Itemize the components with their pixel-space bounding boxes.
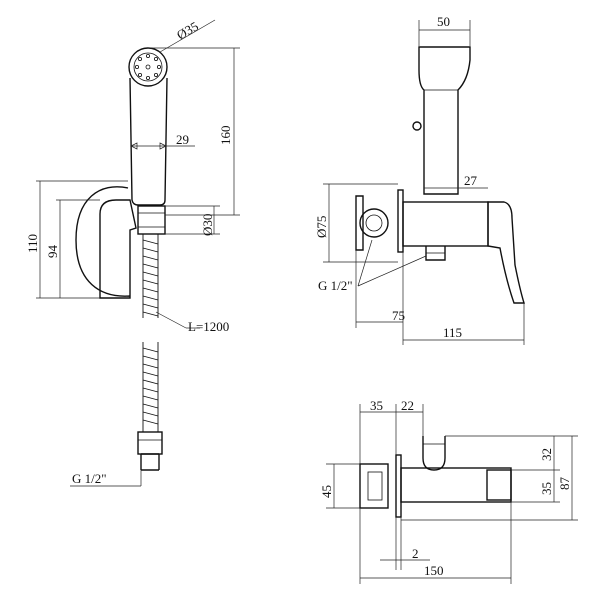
spray-face: [133, 52, 163, 82]
dim-line-d35: [159, 19, 216, 53]
hose-length-label: L=1200: [188, 319, 229, 334]
mixer-side-view: 50 27 Ø75 G 1/2" 75 115: [314, 14, 525, 345]
hose-thread-label: G 1/2": [72, 471, 107, 486]
top-lever-end: [486, 469, 512, 501]
dim-d30-label: Ø30: [200, 214, 215, 236]
dim-75-label: 75: [392, 308, 405, 323]
hand-spray-view: Ø35 29 160 Ø30 110 94 L=1200 G 1/2": [25, 18, 240, 487]
top-flange-block: [359, 463, 389, 509]
dim-32-label: 32: [539, 448, 554, 461]
dim-160-label: 160: [218, 126, 233, 146]
spray-button: [412, 121, 422, 131]
dim-29-label: 29: [176, 132, 189, 147]
hose-upper: [142, 234, 159, 318]
top-mixer-body: [400, 467, 512, 503]
dim-45-label: 45: [319, 485, 334, 498]
dim-35-top-label: 35: [370, 398, 383, 413]
dim-150-label: 150: [424, 563, 444, 578]
dim-50-label: 50: [437, 14, 450, 29]
dim-27-label: 27: [464, 173, 478, 188]
dim-22-label: 22: [401, 398, 414, 413]
holder-bracket: [99, 199, 137, 299]
hose-nut: [137, 205, 166, 235]
mixer-lever: [487, 201, 525, 304]
spray-nozzles: [134, 54, 161, 81]
dim-110-label: 110: [25, 234, 40, 253]
hose-lower: [142, 342, 159, 432]
holder-flange: [75, 186, 131, 297]
top-wall-plate: [395, 454, 402, 518]
hose-end-nut: [137, 431, 163, 455]
side-connector: [359, 208, 389, 238]
dim-87-label: 87: [557, 477, 572, 491]
wall-flange: [397, 189, 404, 253]
dim-35-right-label: 35: [539, 482, 554, 495]
mixer-top-view: 35 22 32 35 87 45 2 150: [319, 398, 578, 584]
spray-head: [128, 47, 168, 87]
spray-handle: [129, 77, 168, 206]
spray-head-top: [418, 46, 471, 195]
mixer-thread-label: G 1/2": [318, 278, 353, 293]
dim-2-label: 2: [412, 546, 419, 561]
dim-d75-label: Ø75: [314, 216, 329, 238]
mixer-body: [402, 201, 489, 247]
side-bracket: [355, 195, 364, 251]
dim-94-label: 94: [45, 245, 60, 259]
top-holder-cradle: [422, 436, 446, 471]
dim-d35-label: Ø35: [174, 18, 201, 42]
dim-115-label: 115: [443, 325, 462, 340]
